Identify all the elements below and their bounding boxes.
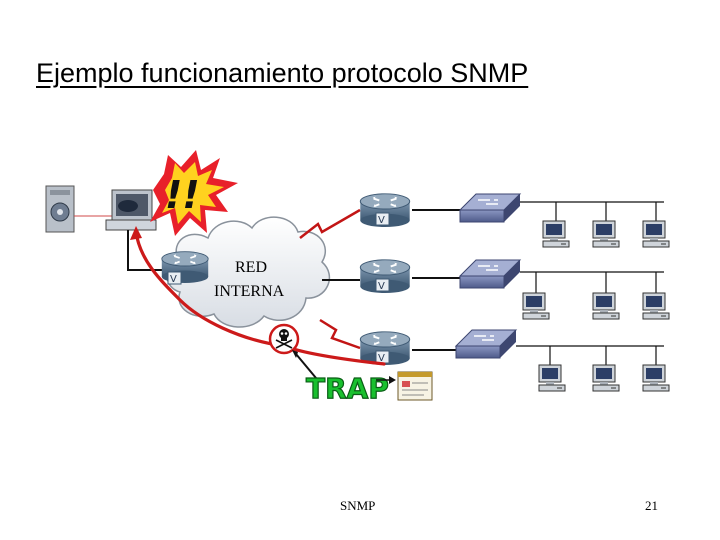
internal-network-cloud: RED INTERNA: [166, 216, 331, 328]
workstation-icon: [642, 220, 670, 248]
lan-bus-2: [520, 271, 664, 294]
page-number: 21: [645, 498, 658, 513]
trap-label: TRAP: [306, 372, 389, 405]
trap-message-icon: [397, 371, 433, 401]
workstation-icon: [592, 364, 620, 392]
skull-icon: [275, 329, 293, 349]
trap-path-arrowhead: [130, 226, 142, 240]
footer-label: SNMP: [340, 498, 376, 513]
workstation-icon: [592, 292, 620, 320]
router-3: V: [359, 330, 411, 366]
workstation-icon: [538, 364, 566, 392]
switch-icon: [455, 329, 517, 359]
lan-bus-3: [516, 345, 664, 366]
skull-marker: [268, 323, 300, 355]
router-badge: V: [170, 274, 177, 285]
lan-bus-1: [520, 201, 664, 222]
cloud-label-line2: INTERNA: [214, 283, 285, 300]
workstation-icon: [642, 292, 670, 320]
workstation-icon: [542, 220, 570, 248]
router-badge: V: [378, 353, 385, 364]
router-badge: V: [378, 281, 385, 292]
edge-router: V: [160, 250, 210, 285]
page-title: Ejemplo funcionamiento protocolo SNMP: [36, 58, 529, 88]
router-2: V: [359, 258, 411, 294]
server-icon: [45, 185, 75, 233]
alert-burst: !!: [150, 150, 238, 236]
switch-icon: [459, 259, 521, 289]
wan-link-1: [299, 208, 361, 239]
management-station-icon: [105, 189, 157, 231]
workstation-icon: [522, 292, 550, 320]
trap-path: [134, 230, 386, 366]
wan-link-3: [319, 318, 361, 350]
alert-text: !!: [165, 173, 200, 217]
management-station: [105, 189, 157, 231]
trap-pointer: [295, 353, 317, 379]
workstation-icon: [642, 364, 670, 392]
switch-icon: [459, 193, 521, 223]
router-badge: V: [378, 215, 385, 226]
workstation-icon: [592, 220, 620, 248]
server: [45, 185, 120, 233]
router-1: V: [359, 192, 411, 228]
cloud-label-line1: RED: [235, 259, 267, 276]
